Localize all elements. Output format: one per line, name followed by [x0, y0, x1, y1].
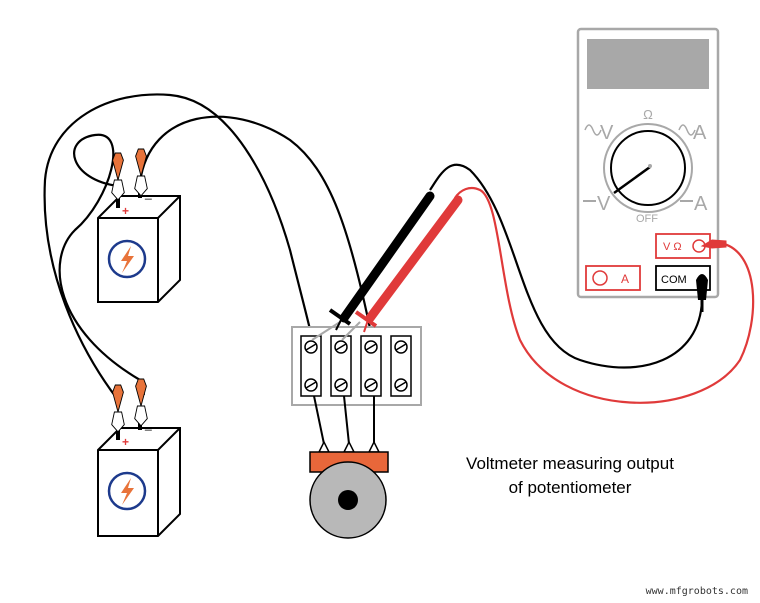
- red-plug: [700, 239, 727, 249]
- terminal-1[interactable]: [300, 335, 322, 397]
- multimeter: Ω V A V A OFF V Ω A COM: [576, 27, 727, 312]
- black-plug: [696, 274, 708, 300]
- red-probe: [365, 195, 463, 323]
- battery-bottom-plus: +: [122, 435, 129, 449]
- battery-bottom-minus: _: [144, 417, 152, 431]
- battery-top-minus: _: [144, 186, 152, 200]
- caption-line-2: of potentiometer: [508, 478, 632, 497]
- black-lead-wire: [429, 163, 704, 369]
- jack-common-label: COM: [661, 274, 687, 286]
- jack-volt-ohm-label: V Ω: [663, 241, 682, 253]
- selector-pointer: [613, 165, 651, 195]
- label-off: OFF: [636, 213, 658, 225]
- wire-bottom-battery-positive: [43, 93, 314, 401]
- terminal-3[interactable]: [360, 335, 382, 397]
- red-lead-wire: [454, 186, 755, 404]
- test-leads: [328, 163, 755, 404]
- terminal-4[interactable]: [390, 335, 412, 397]
- battery-wires: [43, 93, 374, 401]
- alligator-clip: [134, 148, 148, 197]
- battery-bottom: + _: [97, 378, 181, 537]
- jack-amps-label: A: [621, 272, 629, 286]
- terminal-2[interactable]: [330, 335, 352, 397]
- ac-wave-icon: [678, 124, 696, 136]
- diagram-caption: Voltmeter measuring output of potentiome…: [400, 452, 740, 500]
- caption-line-1: Voltmeter measuring output: [466, 454, 674, 473]
- battery-top: + _: [97, 148, 181, 303]
- wire-top-battery-negative: [138, 115, 374, 339]
- label-ohms: Ω: [643, 107, 653, 122]
- black-probe: [339, 191, 435, 323]
- watermark: www.mfgrobots.com: [645, 586, 748, 597]
- wire-series-link: [58, 133, 146, 396]
- alligator-clip: [134, 378, 148, 427]
- label-ac-volts: V: [600, 122, 614, 144]
- alligator-clip: [111, 384, 125, 433]
- alligator-clip: [111, 152, 125, 201]
- label-ac-amps: A: [693, 122, 707, 144]
- jack-amps[interactable]: A: [585, 265, 641, 291]
- label-dc-volts: V: [597, 193, 611, 215]
- potentiometer: [309, 395, 389, 539]
- label-dc-amps: A: [694, 193, 708, 215]
- ac-wave-icon: [584, 124, 602, 136]
- terminal-strip: [291, 321, 422, 406]
- meter-display: [587, 39, 709, 89]
- battery-top-plus: +: [122, 204, 129, 218]
